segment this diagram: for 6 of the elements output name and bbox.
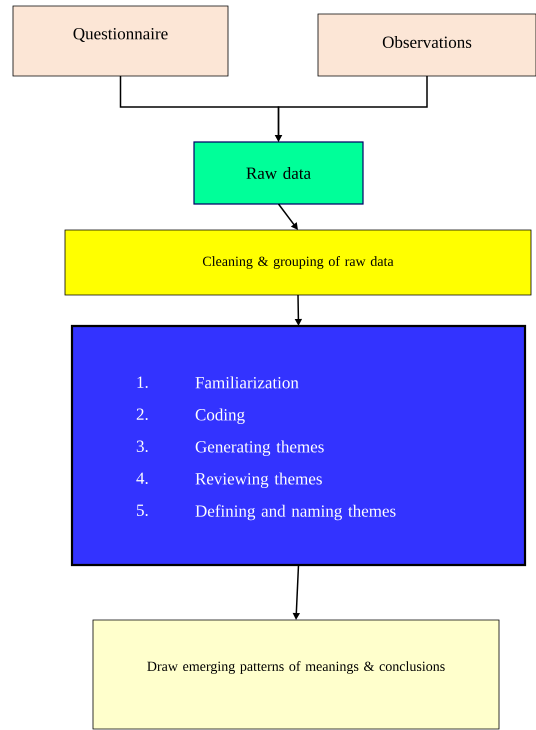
source-box: Questionnaire	[12, 6, 228, 76]
result-box: Draw emerging patterns of meanings & conclusions	[92, 620, 500, 730]
steps-box: 1. Familiarization 2. Coding 3. Generating themes 4. Reviewing themes 5. Defining and naming themes	[70, 324, 526, 566]
process-box: Cleaning & grouping of raw data	[64, 230, 532, 296]
source-box: Observations	[318, 14, 536, 76]
process-box: Raw data	[193, 141, 364, 205]
